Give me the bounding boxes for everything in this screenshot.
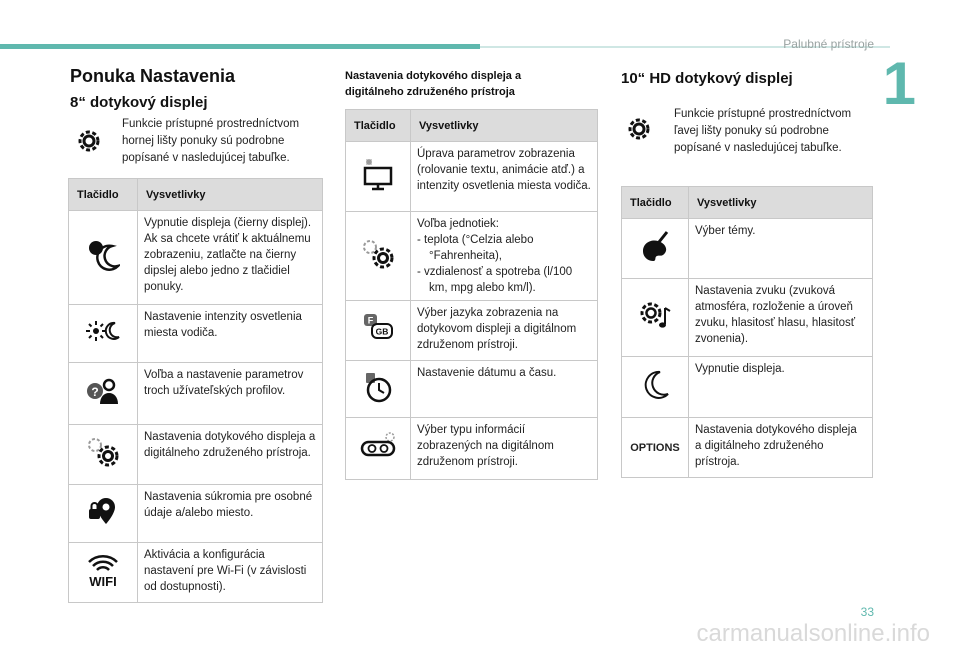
table-row: Nastavenia súkromia pre osobné údaje a/a…: [68, 484, 323, 543]
table-row: Vypnutie displeja.: [621, 356, 873, 418]
table-row: Voľba jednotiek: - teplota (°Celzia aleb…: [345, 211, 598, 301]
units-bullet: - vzdialenosť a spotreba (l/100 km, mpg …: [417, 266, 573, 294]
middle-table: Tlačidlo Vysvetlivky Úprava parametrov z…: [345, 109, 598, 480]
sound-settings-icon: [637, 302, 673, 335]
table-row: Úprava parametrov zobrazenia (rolovanie …: [345, 141, 598, 212]
user-profile-icon: ?: [85, 378, 121, 410]
row-text: Výber typu informácií zobrazených na dig…: [410, 417, 598, 480]
cluster-icon: [359, 432, 397, 464]
right-intro: Funkcie prístupné prostredníctvom ľavej …: [674, 108, 852, 154]
page-number: 33: [860, 605, 874, 619]
table-row: ? Voľba a nastavenie parametrov troch už…: [68, 362, 323, 425]
col-header-button: Tlačidlo: [345, 109, 411, 142]
row-text: Nastavenia dotykového displeja a digitál…: [688, 417, 873, 478]
section-title: Ponuka Nastavenia: [70, 66, 236, 86]
settings-gears-icon: [85, 438, 121, 472]
row-text: Vypnutie displeja (čierny displej). Ak s…: [137, 210, 323, 305]
row-text: Úprava parametrov zobrazenia (rolovanie …: [410, 141, 598, 212]
col-header-desc: Vysvetlivky: [688, 186, 873, 219]
units-cell: Voľba jednotiek: - teplota (°Celzia aleb…: [410, 211, 598, 301]
row-text: Nastavenia dotykového displeja a digitál…: [137, 424, 323, 485]
gear-icon: [74, 126, 104, 161]
running-header: Palubné prístroje: [783, 37, 874, 51]
table-row: Nastavenia dotykového displeja a digitál…: [68, 424, 323, 485]
table-row: Vypnutie displeja (čierny displej). Ak s…: [68, 210, 323, 305]
row-text: Vypnutie displeja.: [688, 356, 873, 418]
col-header-desc: Vysvetlivky: [410, 109, 598, 142]
units-bullet: - teplota (°Celzia alebo °Fahrenheita),: [417, 234, 534, 262]
table-row: WIFI Aktivácia a konfigurácia nastavení …: [68, 542, 323, 603]
col-header-desc: Vysvetlivky: [137, 178, 323, 211]
theme-palette-icon: [637, 231, 673, 266]
svg-text:GB: GB: [376, 327, 389, 337]
brightness-icon: [85, 321, 121, 349]
row-text: Výber témy.: [688, 218, 873, 279]
moon-icon: [638, 370, 672, 405]
row-text: Aktivácia a konfigurácia nastavení pre W…: [137, 542, 323, 603]
settings-gears-icon: [360, 239, 396, 274]
watermark: carmanualsonline.info: [696, 620, 930, 647]
right-heading: 10“ HD dotykový displej: [621, 70, 793, 87]
table-row: Výber typu informácií zobrazených na dig…: [345, 417, 598, 480]
table-row: Výber témy.: [621, 218, 873, 279]
options-label: OPTIONS: [630, 441, 680, 454]
display-settings-icon: [360, 158, 396, 194]
gear-icon: [624, 114, 654, 149]
clock-icon: [360, 372, 396, 407]
left-heading: 8“ dotykový displej: [70, 94, 208, 111]
row-text: Voľba a nastavenie parametrov troch užív…: [137, 362, 323, 425]
privacy-lock-icon: [86, 498, 120, 531]
table-row: Nastavenie dátumu a času.: [345, 360, 598, 418]
display-off-icon: [86, 241, 123, 275]
row-text: Výber jazyka zobrazenia na dotykovom dis…: [410, 300, 598, 361]
row-text: Nastavenia súkromia pre osobné údaje a/a…: [137, 484, 323, 543]
chapter-number: 1: [882, 50, 916, 117]
row-text: Nastavenie intenzity osvetlenia miesta v…: [137, 304, 323, 363]
header-accent-bar: [0, 44, 480, 49]
left-intro: Funkcie prístupné prostredníctvom hornej…: [122, 118, 300, 164]
table-row: Nastavenie intenzity osvetlenia miesta v…: [68, 304, 323, 363]
table-row: Nastavenia zvuku (zvuková atmosféra, roz…: [621, 278, 873, 357]
wifi-icon: WIFI: [83, 555, 123, 591]
wifi-label: WIFI: [89, 574, 116, 588]
table-row: OPTIONS Nastavenia dotykového displeja a…: [621, 417, 873, 478]
col-header-button: Tlačidlo: [68, 178, 138, 211]
left-table: Tlačidlo Vysvetlivky Vypnutie displeja (…: [68, 178, 323, 603]
svg-text:F: F: [368, 316, 374, 326]
middle-heading: Nastavenia dotykového displeja a digitál…: [345, 70, 522, 98]
units-lead: Voľba jednotiek:: [417, 218, 499, 230]
right-table: Tlačidlo Vysvetlivky Výber témy. Nastave…: [621, 186, 873, 478]
row-text: Nastavenia zvuku (zvuková atmosféra, roz…: [688, 278, 873, 357]
col-header-button: Tlačidlo: [621, 186, 689, 219]
row-text: Nastavenie dátumu a času.: [410, 360, 598, 418]
header-divider: [480, 46, 890, 48]
svg-text:?: ?: [91, 385, 98, 399]
